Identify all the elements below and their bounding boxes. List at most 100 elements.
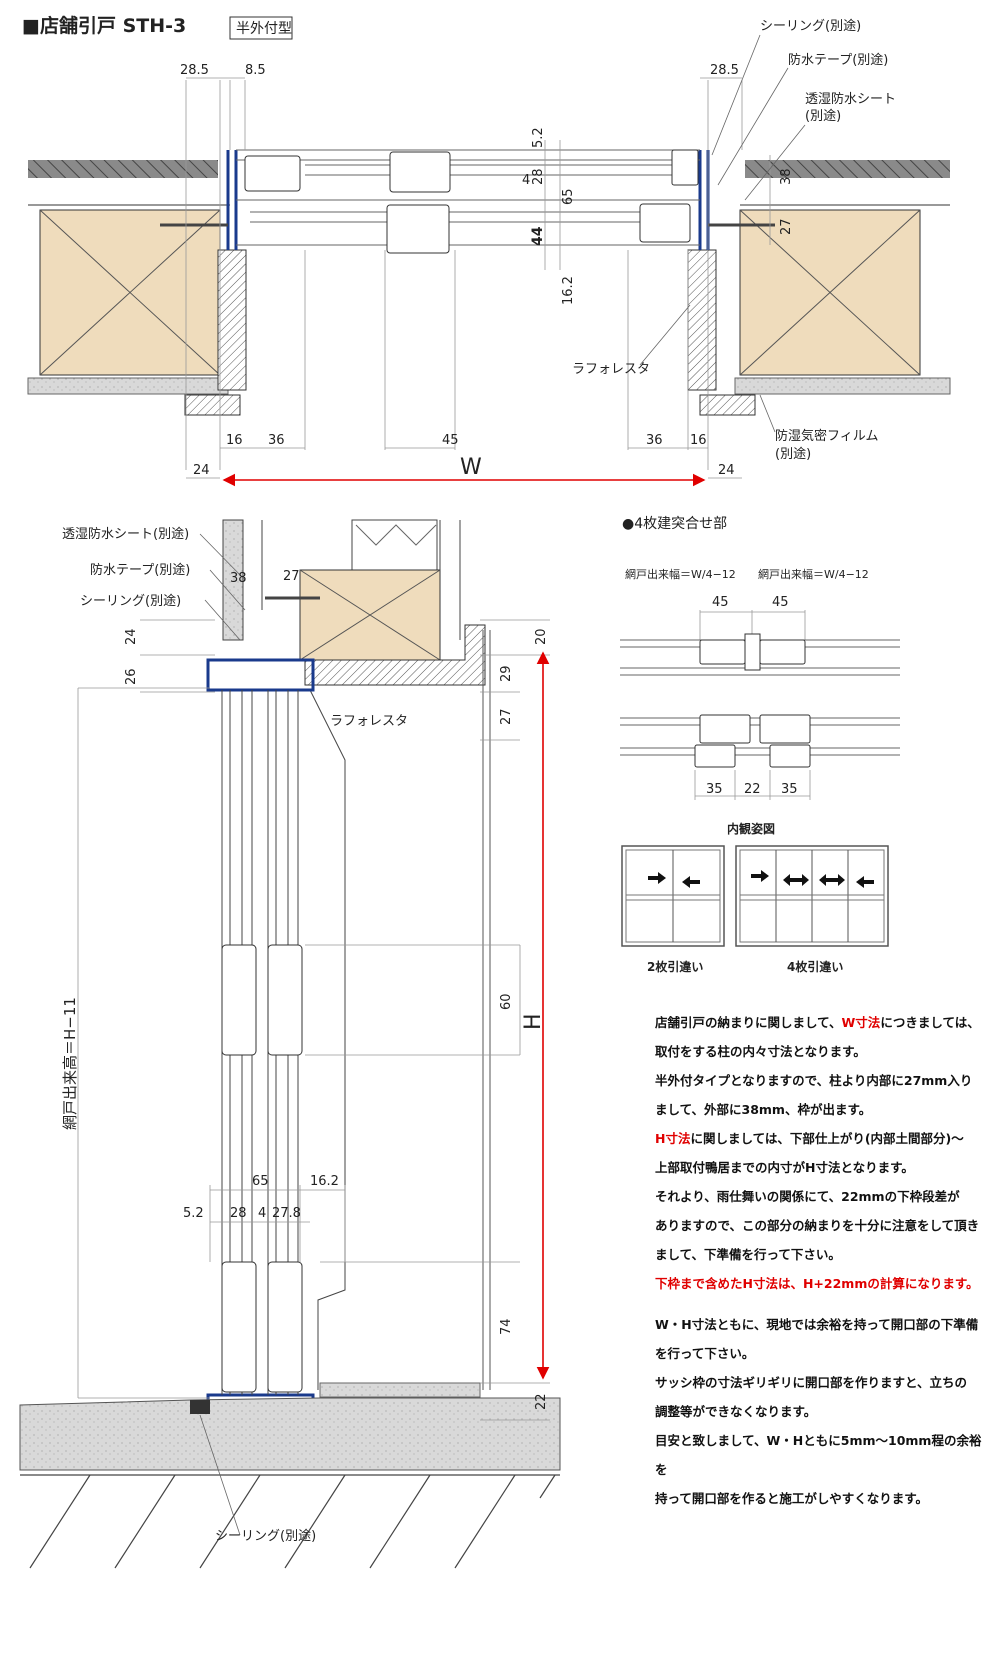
dim-section-20: 20 [534, 628, 549, 645]
elevation-4-panel [735, 845, 889, 947]
label-vapor-film-note: (別途) [775, 446, 811, 462]
dim-section-38: 38 [230, 571, 247, 586]
note-line: 目安と致しまして、W・Hともに5mm〜10mm程の余裕を [655, 1433, 982, 1477]
plan-wall-right [745, 160, 950, 178]
dim-plan-4: 4 [522, 173, 530, 188]
dim-plan-5.2: 5.2 [531, 127, 546, 148]
dim-section-27.8: 27.8 [272, 1206, 301, 1221]
notes-block-1: 店舗引戸の納まりに関しまして、W寸法につきましては、 取付をする柱の内々寸法とな… [655, 1008, 985, 1298]
sash-profile-a [244, 155, 301, 192]
dim-section-29: 29 [499, 665, 514, 682]
dim-plan-16-left: 16 [226, 433, 243, 448]
caption-4-panel: 4枚引違い [787, 959, 843, 974]
sash-profile-d [639, 203, 691, 243]
dim-plan-8.5: 8.5 [245, 63, 266, 78]
laforesta-left [217, 249, 247, 391]
meeting-rail-right [267, 944, 303, 1056]
dim-plan-27: 27 [779, 218, 794, 235]
height-label: H [521, 1013, 546, 1030]
note-line: 持って開口部を作ると施工がしやすくなります。 [655, 1491, 929, 1506]
notes-block-2: W・H寸法ともに、現地では余裕を持って開口部の下準備 を行って下さい。 サッシ枠… [655, 1310, 985, 1513]
dim-section-65: 65 [252, 1174, 269, 1189]
note-line: 半外付タイプとなりますので、柱より内部に27mm入り [655, 1073, 973, 1088]
wood-post-right [739, 209, 921, 376]
elevation-2-panel [621, 845, 725, 947]
note-line: ありますので、この部分の納まりを十分に注意をして頂き [655, 1218, 980, 1233]
caption-2-panel: 2枚引違い [647, 959, 703, 974]
note-line: 上部取付鴨居までの内寸がH寸法となります。 [655, 1160, 914, 1175]
meeting-detail: ●4枚建突合せ部 網戸出来幅＝W/4−12 網戸出来幅＝W/4−12 45 45… [620, 516, 900, 800]
laforesta-header [304, 624, 486, 686]
arrow-both-icon [819, 874, 845, 886]
label-sealing-section: シーリング(別途) [80, 593, 181, 609]
dim-plan-16.2: 16.2 [561, 276, 576, 305]
note-highlight-h: H寸法 [655, 1131, 691, 1146]
label-vapor-film: 防湿気密フィルム [775, 428, 878, 444]
note-line: 取付をする柱の内々寸法となります。 [655, 1044, 866, 1059]
wood-header [299, 569, 441, 661]
dim-plan-28.5-right: 28.5 [710, 63, 739, 78]
dim-plan-16-right: 16 [690, 433, 707, 448]
dim-section-24: 24 [124, 628, 139, 645]
note-text: 店舗引戸の納まりに関しまして、 [655, 1015, 842, 1030]
meeting-rail-left [221, 944, 257, 1056]
detail-title: ●4枚建突合せ部 [622, 516, 727, 532]
width-label: W [460, 455, 482, 480]
label-laforesta-section: ラフォレスタ [330, 714, 408, 729]
plan-wall-left [28, 160, 218, 178]
label-sealing-bottom: シーリング(別途) [215, 1528, 316, 1544]
dim-plan-36-left: 36 [268, 433, 285, 448]
note-warning: 下枠まで含めたH寸法は、H+22mmの計算になります。 [655, 1276, 979, 1291]
detail-dim-45-left: 45 [712, 595, 729, 610]
note-highlight-w: W寸法 [841, 1015, 881, 1030]
note-line: H寸法に関しましては、下部仕上がり(内部土間部分)〜 [655, 1124, 985, 1153]
section-view: 透湿防水シート(別途) 防水テープ(別途) シーリング(別途) ラフォレスタ シ… [19, 519, 561, 1569]
dim-plan-38: 38 [779, 168, 794, 185]
label-waterproof-tape: 防水テープ(別途) [788, 52, 888, 68]
note-line: W・H寸法ともに、現地では余裕を持って開口部の下準備 [655, 1317, 979, 1332]
note-line: を行って下さい。 [655, 1346, 755, 1361]
note-text: に関しましては、下部仕上がり(内部土間部分)〜 [690, 1131, 964, 1146]
label-waterproof-tape-section: 防水テープ(別途) [90, 562, 190, 578]
page-title: ■店舗引戸 STH-3 [22, 14, 186, 37]
label-screen-height: 網戸出来高＝H−11 [61, 997, 79, 1130]
bottom-rail-right [267, 1261, 303, 1393]
dim-plan-24-left: 24 [193, 463, 210, 478]
bottom-rail-left [221, 1261, 257, 1393]
sash-profile-b [389, 151, 451, 193]
floor-slab [19, 1397, 561, 1471]
type-badge: 半外付型 [236, 21, 292, 37]
dim-section-27-top: 27 [283, 569, 300, 584]
detail-dim-35-right: 35 [781, 782, 798, 797]
arrow-both-icon [783, 874, 809, 886]
frame-right [698, 150, 710, 250]
detail-dim-45-right: 45 [772, 595, 789, 610]
note-line: 店舗引戸の納まりに関しまして、W寸法につきましては、 [655, 1008, 985, 1037]
arrow-right-icon [751, 870, 769, 882]
dim-plan-24-right: 24 [718, 463, 735, 478]
arrow-left-icon [856, 876, 874, 888]
note-line: 調整等ができなくなります。 [655, 1404, 817, 1419]
type-badge-box [229, 16, 293, 40]
note-text: につきましては、 [880, 1015, 980, 1030]
detail-screen-width-2: 網戸出来幅＝W/4−12 [758, 567, 869, 581]
dim-plan-65: 65 [561, 188, 576, 205]
dim-section-60: 60 [499, 993, 514, 1010]
arrow-left-icon [682, 876, 700, 888]
dim-plan-28: 28 [531, 168, 546, 185]
note-line: サッシ枠の寸法ギリギリに開口部を作りますと、立ちの [655, 1375, 968, 1390]
label-breathable-sheet-section: 透湿防水シート(別途) [62, 526, 189, 542]
dim-section-28: 28 [230, 1206, 247, 1221]
label-breathable-sheet: 透湿防水シート [805, 91, 896, 107]
dim-section-74: 74 [499, 1318, 514, 1335]
label-sealing: シーリング(別途) [760, 18, 861, 34]
dim-section-5.2: 5.2 [183, 1206, 204, 1221]
arrow-right-icon [648, 872, 666, 884]
dim-section-22: 22 [534, 1393, 549, 1410]
dim-section-27: 27 [499, 708, 514, 725]
detail-dim-35-left: 35 [706, 782, 723, 797]
elevation-title: 内観姿図 [727, 821, 775, 836]
dim-plan-28.5-left: 28.5 [180, 63, 209, 78]
note-line: まして、外部に38mm、枠が出ます。 [655, 1102, 872, 1117]
